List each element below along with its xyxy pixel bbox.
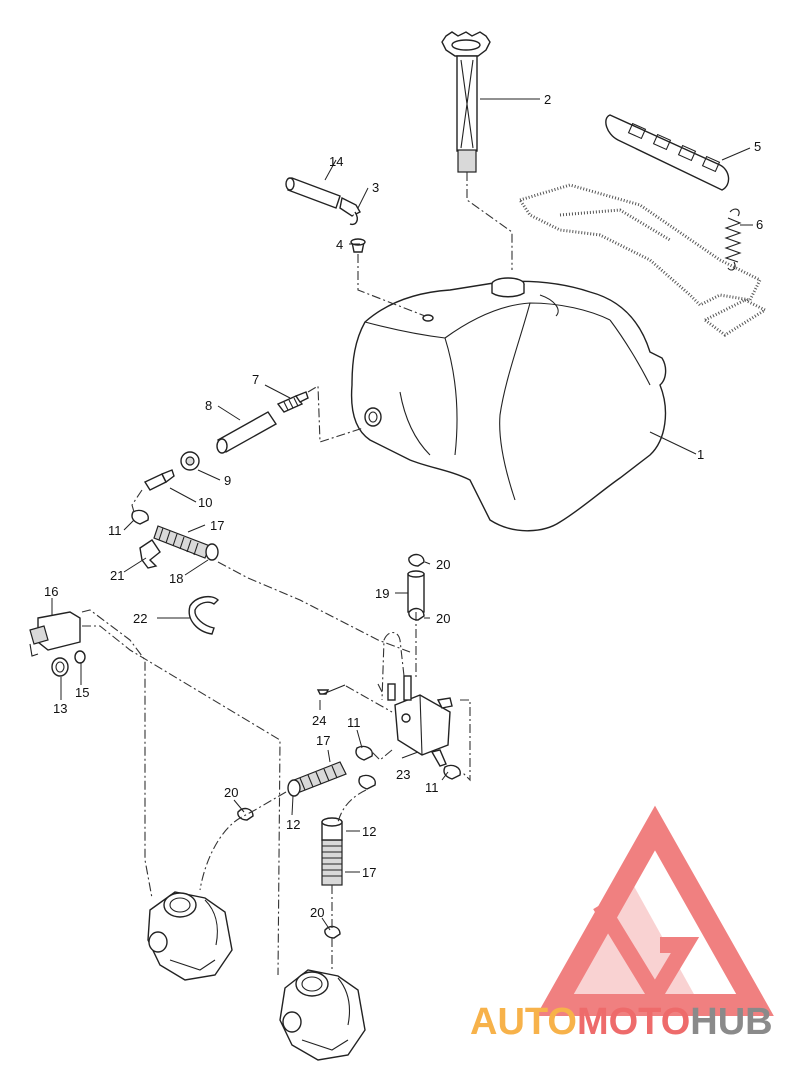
callout-11-b: 11 [347,715,361,730]
callout-6: 6 [756,217,763,232]
callout-14: 14 [329,154,343,169]
pump-screw [316,684,346,695]
vent-hose [285,177,366,253]
callout-3: 3 [372,180,379,195]
callout-18: 18 [169,571,183,586]
callout-21: 21 [110,568,124,583]
watermark-logo [536,805,774,1016]
tank-mount-plate [517,183,769,337]
callout-17-c: 17 [362,865,376,880]
carburetor-lower [279,969,366,1061]
callout-24: 24 [312,713,326,728]
callout-17-b: 17 [316,733,330,748]
tension-spring [724,208,742,271]
callout-1: 1 [697,447,704,462]
callout-20-d: 20 [310,905,324,920]
watermark-auto: AUTO [470,1001,577,1043]
callout-9: 9 [224,473,231,488]
assembly-lines [81,172,513,976]
callout-5: 5 [754,139,761,154]
callout-12-b: 12 [362,824,376,839]
hose-bracket [139,539,161,569]
callout-labels: 1 2 3 4 5 6 7 8 9 10 11 11 11 12 12 13 1… [44,92,763,920]
callout-2: 2 [544,92,551,107]
callout-7: 7 [252,372,259,387]
callout-17-a: 17 [210,518,224,533]
callout-12-a: 12 [286,817,300,832]
leader-lines [51,98,753,931]
fuel-hose-short [216,411,278,454]
watermark-hub: HUB [690,1001,772,1043]
hose-nipple [143,469,175,491]
callout-20-b: 20 [436,611,450,626]
hose-clamp [131,509,461,790]
callout-10: 10 [198,495,212,510]
hose-19 [407,570,425,613]
callout-20-c: 20 [224,785,238,800]
fuel-outlet-fitting [276,391,309,413]
hose-clip [188,595,219,635]
callout-22: 22 [133,611,147,626]
callout-4: 4 [336,237,343,252]
callout-11-a: 11 [108,523,122,538]
fuel-tank [350,277,667,532]
grommet [180,451,200,471]
protective-sleeve [153,525,347,886]
fuel-switch [29,611,86,677]
fuel-pump [387,675,453,767]
watermark-moto: MOTO [577,1001,690,1043]
callout-15: 15 [75,685,89,700]
callout-23: 23 [396,767,410,782]
callout-8: 8 [205,398,212,413]
callout-11-c: 11 [425,780,439,795]
callout-19: 19 [375,586,389,601]
watermark-text: AUTOMOTOHUB [470,1001,773,1043]
tank-strap [605,114,730,191]
callout-16: 16 [44,584,58,599]
fuel-gauge-cap [441,31,491,173]
carburetor-upper [147,891,233,981]
callout-20-a: 20 [436,557,450,572]
svg-text:AUTOMOTOHUB: AUTOMOTOHUB [470,1001,773,1043]
callout-13: 13 [53,701,67,716]
